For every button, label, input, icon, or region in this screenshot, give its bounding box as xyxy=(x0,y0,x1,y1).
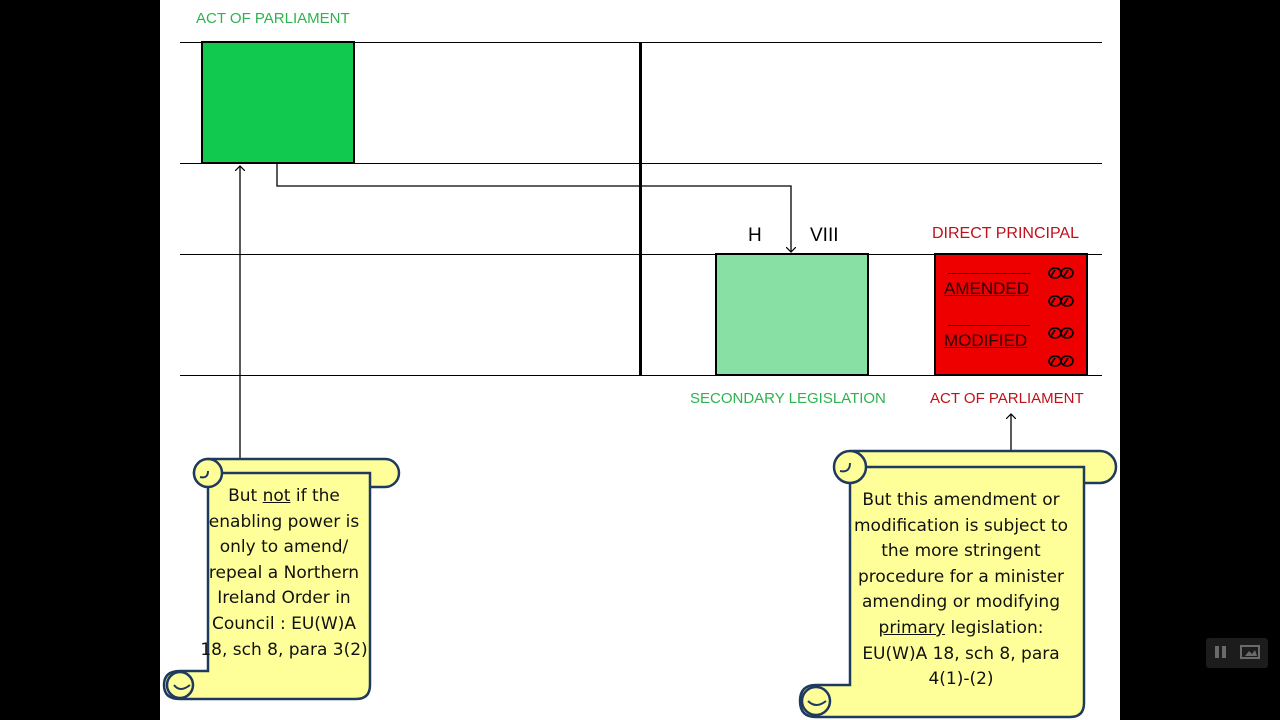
amended-word: AMENDED xyxy=(944,279,1030,298)
right-scroll-text-post: legislation: EU(W)A 18, sch 8, para 4(1)… xyxy=(862,617,1060,690)
player-controls xyxy=(1206,638,1268,668)
vertical-divider xyxy=(639,42,642,376)
left-scroll-text: But not if the enabling power is only to… xyxy=(198,484,370,663)
label-viii: VIII xyxy=(810,225,839,246)
modified-word: MODIFIED xyxy=(944,331,1028,350)
right-scroll-text-pre: But this amendment or modification is su… xyxy=(854,490,1068,613)
left-scroll-underlined: not xyxy=(262,486,291,506)
label-h: H xyxy=(748,225,762,246)
red-act-box: AMENDED MODIFIED xyxy=(934,253,1088,376)
label-act-of-parliament-red: ACT OF PARLIAMENT xyxy=(930,390,1084,407)
glasses-icon xyxy=(1048,267,1074,367)
right-scroll-text: But this amendment or modification is su… xyxy=(846,488,1076,693)
red-box-line xyxy=(948,273,1030,274)
connector-arrows xyxy=(160,164,1120,460)
label-direct-principal: DIRECT PRINCIPAL xyxy=(932,225,1079,242)
label-secondary-legislation: SECONDARY LEGISLATION xyxy=(690,390,886,407)
right-scroll-underlined: primary xyxy=(878,617,946,638)
pause-icon[interactable] xyxy=(1214,644,1228,663)
slide: ACT OF PARLIAMENT H VIII DIRECT PRINCIPA… xyxy=(160,0,1120,720)
screen-icon[interactable] xyxy=(1240,644,1260,663)
red-box-line xyxy=(948,325,1030,326)
secondary-legislation-box xyxy=(715,253,869,376)
right-scroll-shape xyxy=(798,449,1118,719)
left-scroll-text-post: if the enabling power is only to amend/ … xyxy=(200,486,368,660)
green-act-box xyxy=(201,41,355,164)
label-act-of-parliament-top: ACT OF PARLIAMENT xyxy=(196,10,350,27)
left-scroll-text-pre: But xyxy=(228,486,263,506)
left-scroll-shape xyxy=(162,457,401,701)
